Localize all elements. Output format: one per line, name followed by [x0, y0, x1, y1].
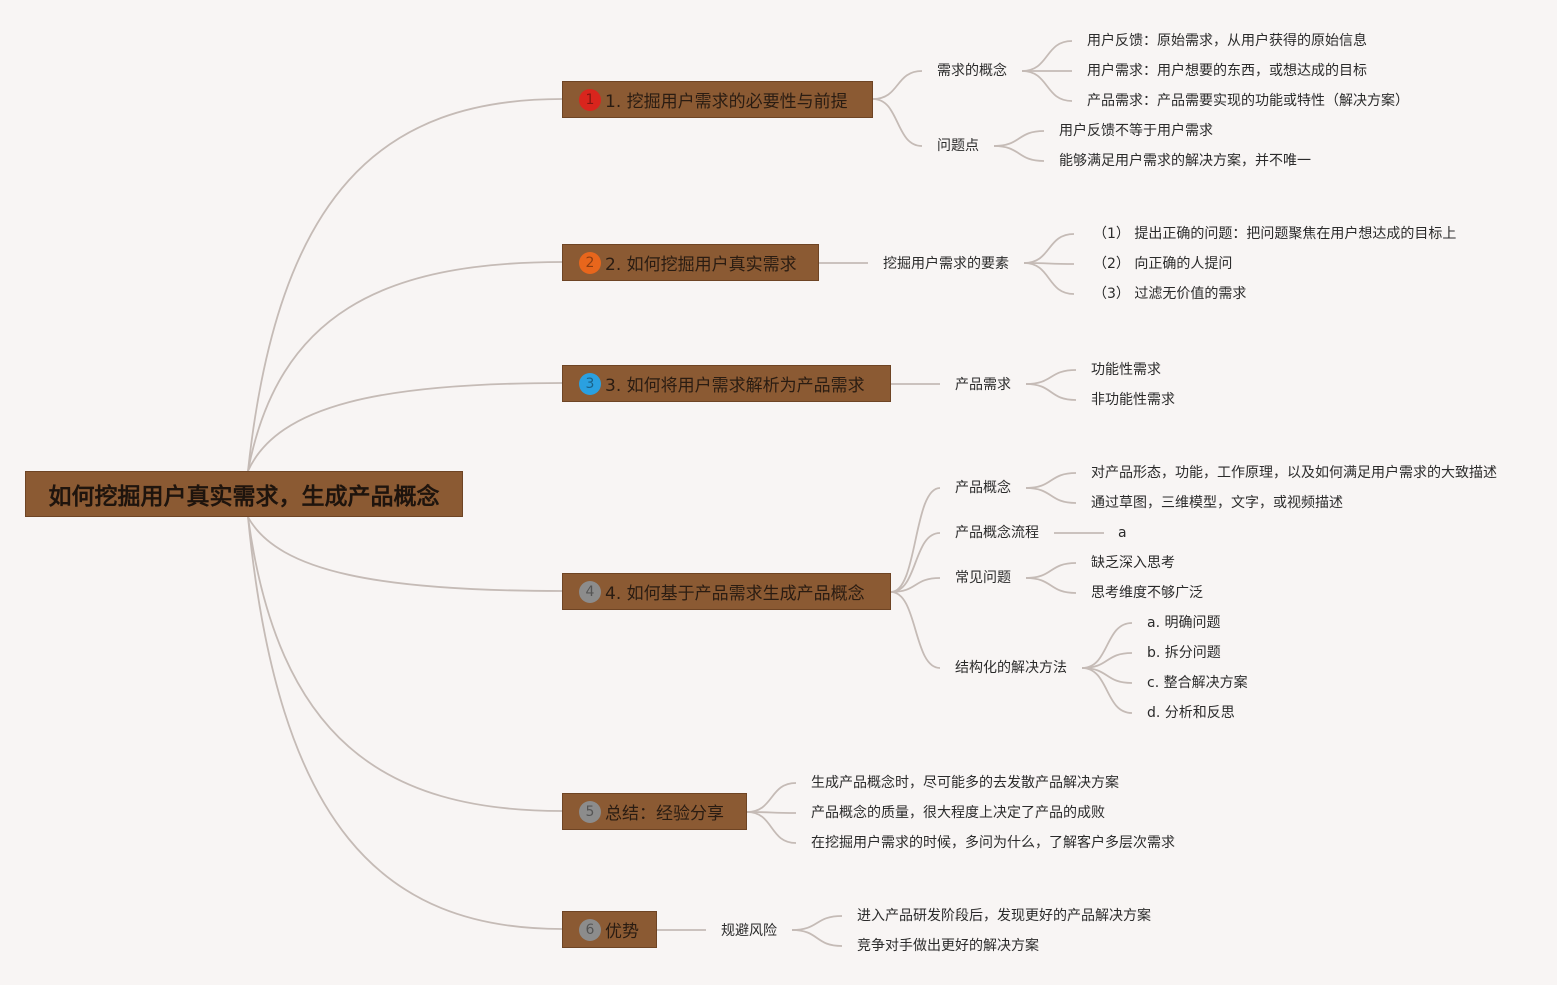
- topic-5-label: 总结：经验分享: [605, 804, 724, 824]
- edge-problems-2: [1025, 577, 1077, 594]
- node-feedback-not-requirement[interactable]: 用户反馈不等于用户需求: [1059, 123, 1213, 139]
- central-topic[interactable]: 如何挖掘用户真实需求，生成产品概念: [25, 471, 463, 517]
- edge-problem-1: [993, 130, 1045, 147]
- topic-3[interactable]: 3 3. 如何将用户需求解析为产品需求: [562, 365, 891, 402]
- edge-t1-concept: [872, 70, 923, 100]
- number-badge-4-icon: 4: [579, 580, 601, 603]
- node-ask-why[interactable]: 在挖掘用户需求的时候，多问为什么，了解客户多层次需求: [811, 835, 1175, 851]
- root-edge-3: [247, 382, 563, 472]
- node-narrow-dimensions[interactable]: 思考维度不够广泛: [1091, 585, 1203, 601]
- node-product-concept[interactable]: 产品概念: [955, 480, 1011, 496]
- node-concept-process[interactable]: 产品概念流程: [955, 525, 1039, 541]
- topic-6-label: 优势: [605, 922, 639, 942]
- node-ask-right-question[interactable]: （1） 提出正确的问题：把问题聚焦在用户想达成的目标上: [1093, 226, 1457, 242]
- edge-t5-1: [746, 782, 797, 813]
- topic-2-label: 2. 如何挖掘用户真实需求: [605, 255, 797, 275]
- topic-1[interactable]: 1 1. 挖掘用户需求的必要性与前提: [562, 81, 873, 118]
- edge-req-1: [1025, 369, 1077, 385]
- node-solution-not-unique[interactable]: 能够满足用户需求的解决方案，并不唯一: [1059, 153, 1311, 169]
- number-badge-3-icon: 3: [579, 372, 601, 395]
- edge-concept4-2: [1025, 487, 1077, 504]
- number-badge-6-icon: 6: [579, 918, 601, 941]
- root-edge-4: [247, 516, 563, 592]
- topic-3-label: 3. 如何将用户需求解析为产品需求: [605, 376, 865, 396]
- node-functional-req[interactable]: 功能性需求: [1091, 362, 1161, 378]
- number-badge-2-icon: 2: [579, 251, 601, 274]
- node-analyze-reflect[interactable]: d. 分析和反思: [1147, 705, 1235, 721]
- root-edge-2: [247, 261, 563, 472]
- topic-1-label: 1. 挖掘用户需求的必要性与前提: [605, 92, 848, 112]
- node-avoid-risk[interactable]: 规避风险: [721, 923, 777, 939]
- edge-t4-problems: [890, 577, 941, 593]
- node-better-solution-later[interactable]: 进入产品研发阶段后，发现更好的产品解决方案: [857, 908, 1151, 924]
- node-define-problem[interactable]: a. 明确问题: [1147, 615, 1221, 631]
- edge-t1-problem: [872, 98, 923, 147]
- edge-concept4-1: [1025, 472, 1077, 489]
- edge-t5-3: [746, 811, 797, 844]
- edge-t4-process: [890, 532, 941, 593]
- edge-req-2: [1025, 383, 1077, 401]
- node-nonfunctional-req[interactable]: 非功能性需求: [1091, 392, 1175, 408]
- node-diverge-solutions[interactable]: 生成产品概念时，尽可能多的去发散产品解决方案: [811, 775, 1119, 791]
- edge-elements-3: [1023, 262, 1075, 295]
- number-badge-5-icon: 5: [579, 800, 601, 823]
- topic-6[interactable]: 6 优势: [562, 911, 657, 948]
- edge-t4-method: [890, 591, 941, 669]
- edge-t4-concept: [890, 487, 941, 593]
- edge-method-1: [1081, 622, 1133, 669]
- edge-risk-2: [791, 929, 843, 947]
- topic-4[interactable]: 4 4. 如何基于产品需求生成产品概念: [562, 573, 891, 610]
- node-structured-method[interactable]: 结构化的解决方法: [955, 660, 1067, 676]
- node-competitor-better[interactable]: 竞争对手做出更好的解决方案: [857, 938, 1039, 954]
- node-ask-right-person[interactable]: （2） 向正确的人提问: [1093, 256, 1233, 272]
- node-user-requirement[interactable]: 用户需求：用户想要的东西，或想达成的目标: [1087, 63, 1367, 79]
- node-product-requirement[interactable]: 产品需求：产品需要实现的功能或特性（解决方案）: [1087, 93, 1409, 109]
- node-lack-thinking[interactable]: 缺乏深入思考: [1091, 555, 1175, 571]
- edge-concept-3: [1021, 70, 1073, 102]
- topic-2[interactable]: 2 2. 如何挖掘用户真实需求: [562, 244, 819, 281]
- topic-4-label: 4. 如何基于产品需求生成产品概念: [605, 584, 865, 604]
- node-user-feedback[interactable]: 用户反馈：原始需求，从用户获得的原始信息: [1087, 33, 1367, 49]
- edge-problem-2: [993, 145, 1045, 162]
- node-concept-quality[interactable]: 产品概念的质量，很大程度上决定了产品的成败: [811, 805, 1105, 821]
- root-edge-6: [247, 516, 563, 930]
- node-filter-requirements[interactable]: （3） 过滤无价值的需求: [1093, 286, 1247, 302]
- node-process-a[interactable]: a: [1118, 525, 1127, 541]
- node-concept-media[interactable]: 通过草图，三维模型，文字，或视频描述: [1091, 495, 1343, 511]
- node-common-problems[interactable]: 常见问题: [955, 570, 1011, 586]
- root-edge-1: [247, 98, 563, 472]
- node-requirement-concept[interactable]: 需求的概念: [937, 63, 1007, 79]
- node-problem-points[interactable]: 问题点: [937, 138, 979, 154]
- number-badge-1-icon: 1: [579, 88, 601, 111]
- root-edge-5: [247, 516, 563, 812]
- edge-elements-1: [1023, 233, 1075, 264]
- edge-concept-1: [1021, 40, 1073, 72]
- topic-5[interactable]: 5 总结：经验分享: [562, 793, 747, 830]
- edge-problems-1: [1025, 562, 1077, 579]
- node-mining-elements[interactable]: 挖掘用户需求的要素: [883, 256, 1009, 272]
- edge-risk-1: [791, 915, 843, 931]
- node-split-problem[interactable]: b. 拆分问题: [1147, 645, 1221, 661]
- edge-method-4: [1081, 667, 1133, 714]
- node-product-requirements[interactable]: 产品需求: [955, 377, 1011, 393]
- node-concept-description[interactable]: 对产品形态，功能，工作原理，以及如何满足用户需求的大致描述: [1091, 465, 1497, 481]
- node-integrate-solution[interactable]: c. 整合解决方案: [1147, 675, 1248, 691]
